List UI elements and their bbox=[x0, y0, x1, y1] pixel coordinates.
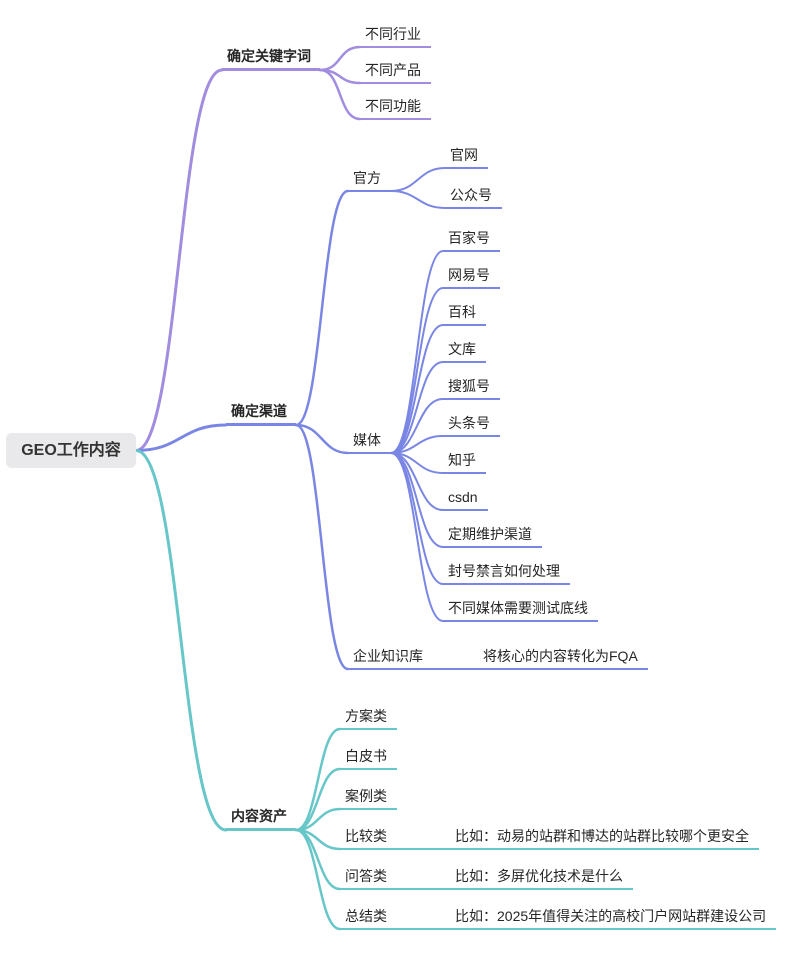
edge-connector bbox=[134, 423, 228, 452]
edge-connector bbox=[390, 324, 444, 454]
node-baijiahao[interactable]: 百家号 bbox=[443, 229, 500, 252]
edge-connector bbox=[294, 189, 350, 427]
node-ban-handling[interactable]: 封号禁言如何处理 bbox=[443, 562, 570, 585]
node-wechat-official-account[interactable]: 公众号 bbox=[445, 186, 502, 209]
node-different-industries[interactable]: 不同行业 bbox=[360, 25, 431, 48]
node-whitepaper[interactable]: 白皮书 bbox=[340, 747, 397, 770]
node-qa-type[interactable]: 问答类 bbox=[340, 867, 397, 890]
edge-connector bbox=[134, 449, 228, 832]
edge-connector bbox=[390, 287, 444, 454]
edge-connector bbox=[390, 361, 444, 454]
node-csdn[interactable]: csdn bbox=[443, 488, 488, 511]
edge-connector bbox=[390, 250, 444, 454]
node-different-functions[interactable]: 不同功能 bbox=[360, 97, 431, 120]
branch-keywords[interactable]: 确定关键字词 bbox=[222, 47, 320, 71]
edge-connector bbox=[294, 423, 350, 671]
node-different-products[interactable]: 不同产品 bbox=[360, 61, 431, 84]
branch-channels[interactable]: 确定渠道 bbox=[226, 402, 296, 426]
node-official-site[interactable]: 官网 bbox=[445, 146, 488, 169]
node-summary-type[interactable]: 总结类 bbox=[340, 907, 397, 930]
edge-connector bbox=[294, 767, 342, 832]
node-enterprise-knowledge-base[interactable]: 企业知识库 bbox=[348, 647, 433, 670]
node-qa-example[interactable]: 比如：多屏优化技术是什么 bbox=[450, 867, 633, 890]
node-case-type[interactable]: 案例类 bbox=[340, 787, 397, 810]
node-toutiaohao[interactable]: 头条号 bbox=[443, 414, 500, 437]
branch-content-assets[interactable]: 内容资产 bbox=[226, 807, 296, 831]
node-comparison-example[interactable]: 比如：动易的站群和博达的站群比较哪个更安全 bbox=[450, 827, 759, 850]
edge-connector bbox=[294, 727, 342, 832]
node-wenku[interactable]: 文库 bbox=[443, 340, 486, 363]
node-media-bottom-line-test[interactable]: 不同媒体需要测试底线 bbox=[443, 599, 598, 622]
node-official[interactable]: 官方 bbox=[348, 169, 391, 192]
node-faq-note[interactable]: 将核心的内容转化为FQA bbox=[478, 647, 648, 670]
node-channel-maintenance[interactable]: 定期维护渠道 bbox=[443, 525, 542, 548]
node-souhuhao[interactable]: 搜狐号 bbox=[443, 377, 500, 400]
edge-connector bbox=[134, 68, 224, 452]
edge-connector bbox=[390, 190, 446, 209]
node-baike[interactable]: 百科 bbox=[443, 303, 486, 326]
node-summary-example[interactable]: 比如：2025年值得关注的高校门户网站群建设公司 bbox=[450, 907, 777, 930]
edge-connector bbox=[318, 45, 362, 72]
node-media[interactable]: 媒体 bbox=[348, 431, 391, 454]
node-solution-type[interactable]: 方案类 bbox=[340, 707, 397, 730]
node-wangyihao[interactable]: 网易号 bbox=[443, 266, 500, 289]
node-zhihu[interactable]: 知乎 bbox=[443, 451, 486, 474]
edge-connector bbox=[318, 68, 362, 121]
node-comparison-type[interactable]: 比较类 bbox=[340, 827, 397, 850]
edge-connector bbox=[294, 423, 350, 455]
edge-connector bbox=[390, 452, 444, 622]
edge-connector bbox=[390, 398, 444, 454]
edge-connector bbox=[294, 828, 342, 931]
root-node-geo-work[interactable]: GEO工作内容 bbox=[6, 433, 136, 468]
edge-connector bbox=[390, 167, 446, 192]
